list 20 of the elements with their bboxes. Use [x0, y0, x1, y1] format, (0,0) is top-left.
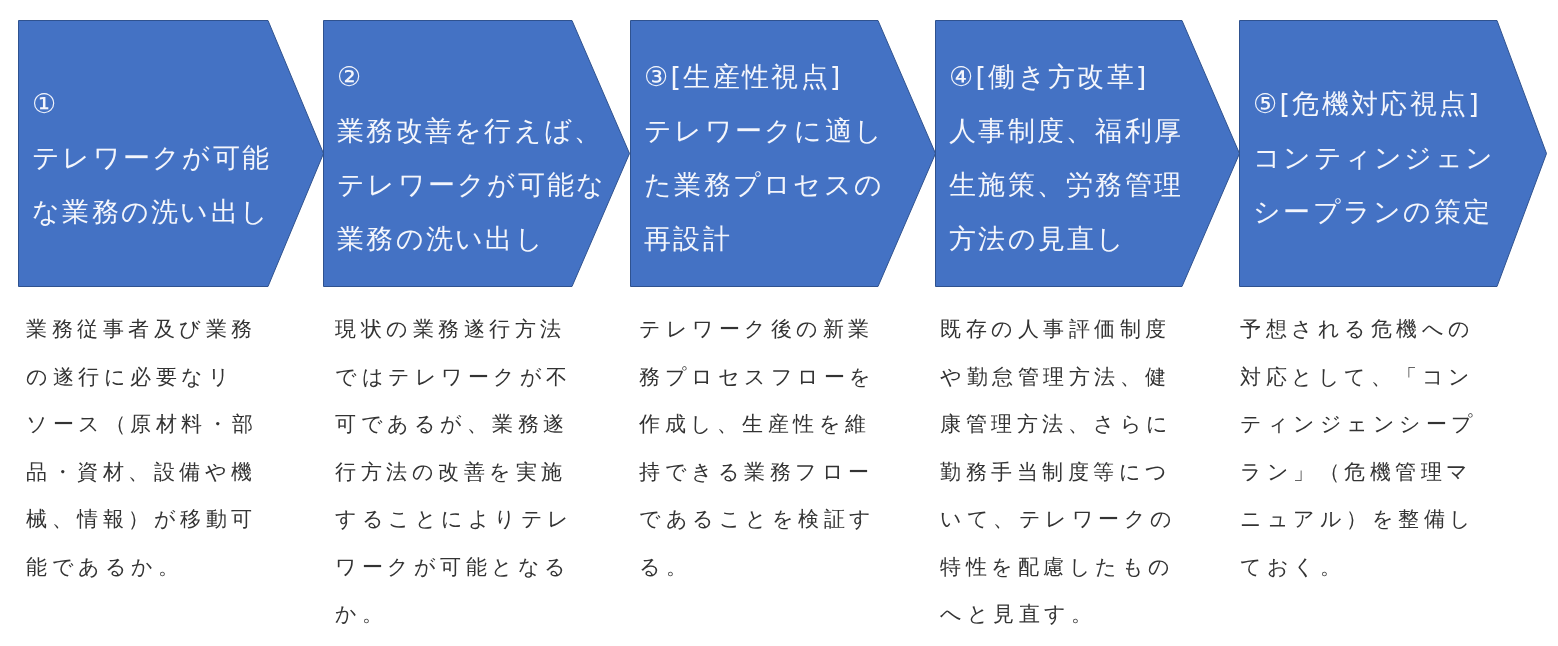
step-pentagon [935, 20, 1240, 287]
step-description: 業務従事者及び業務の遂行に必要なリソース（原材料・部品・資材、設備や機械、情報）が移動可能であるか。 [26, 316, 259, 581]
step-title: 人事制度、福利厚生施策、労務管理方法の見直し [949, 114, 1185, 256]
step-title: コンティンジェンシープランの策定 [1253, 141, 1497, 229]
step-pentagon [323, 20, 630, 287]
step-description: 予想される危機への対応として、「コンティンジェンシープラン」（危機管理マニュアル）を整備しておく。 [1240, 316, 1479, 581]
step-heading: ⑤[危機対応視点] [1253, 87, 1481, 121]
step-title: テレワークが可能な業務の洗い出し [32, 141, 273, 229]
step-heading: ① [32, 87, 59, 121]
step-pentagon [1239, 20, 1547, 287]
step-description: 現状の業務遂行方法ではテレワークが不可であるが、業務遂行方法の改善を実施することによりテレワークが可能となるか。 [335, 316, 575, 628]
step-pentagon [630, 20, 936, 287]
step-heading: ③[生産性視点] [644, 60, 843, 94]
step-heading: ④[働き方改革] [949, 60, 1149, 94]
step-description: 既存の人事評価制度や勤怠管理方法、健康管理方法、さらに勤務手当制度等について、テレワークの特性を配慮したものへと見直す。 [940, 316, 1178, 628]
step-heading: ② [337, 60, 364, 94]
step-title: テレワークに適した業務プロセスの再設計 [644, 114, 886, 256]
step-title: 業務改善を行えば、テレワークが可能な業務の洗い出し [337, 114, 608, 256]
step-pentagon [18, 20, 324, 287]
step-description: テレワーク後の新業務プロセスフローを作成し、生産性を維持できる業務フローであることを検証する。 [639, 316, 877, 581]
